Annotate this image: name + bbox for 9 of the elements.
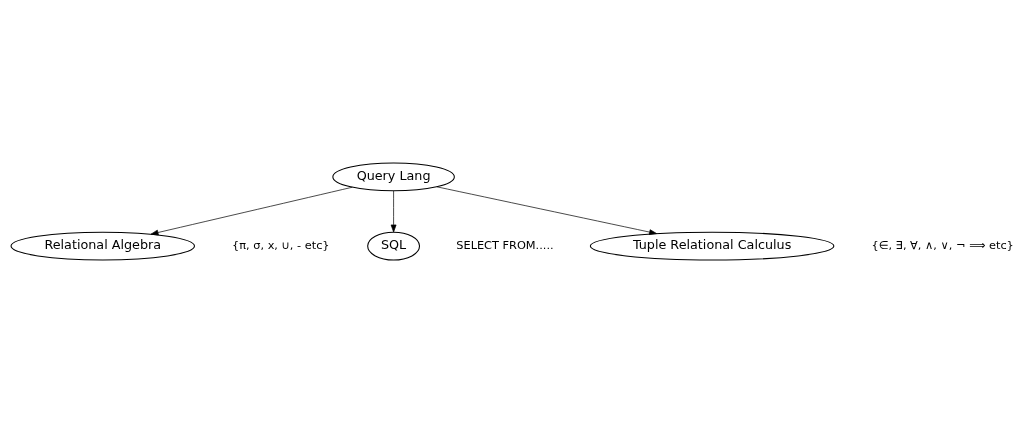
node-label: {∈, ∃, ∀, ∧, ∨, ¬ ⟹ etc} <box>871 237 1014 252</box>
node-label: SELECT FROM..... <box>456 237 554 252</box>
node-ellipse: SQL <box>367 231 421 261</box>
arrow <box>390 190 397 232</box>
arrow <box>436 185 657 235</box>
node-label: {π, σ, x, ∪, - etc} <box>232 237 330 252</box>
node-ellipse: Tuple Relational Calculus <box>589 231 835 261</box>
node-ellipse: Query Lang <box>332 161 455 191</box>
arrow <box>150 186 353 235</box>
